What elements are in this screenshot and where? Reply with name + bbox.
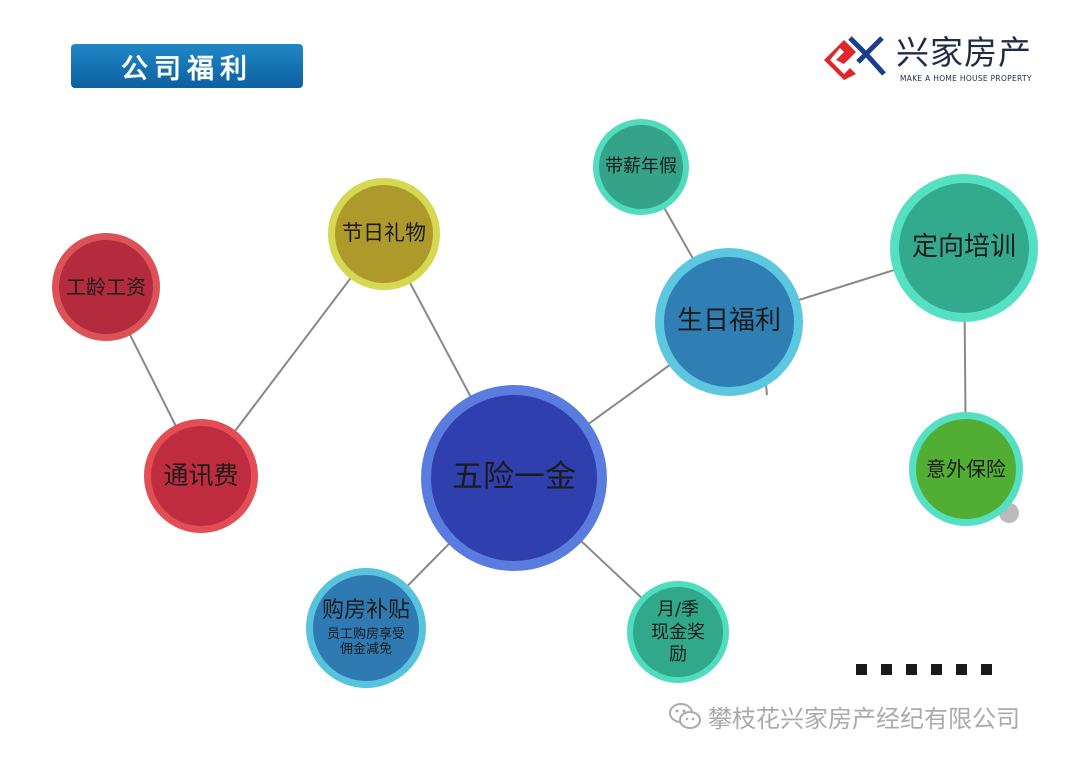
node-label: 工龄工资 (66, 275, 146, 299)
node-label: 通讯费 (163, 461, 239, 490)
node-holiday-gift: 节日礼物 (328, 178, 440, 290)
node-social-insurance: 五险一金 (421, 385, 607, 571)
logo-subtitle: MAKE A HOME HOUSE PROPERTY (900, 74, 1032, 83)
wechat-icon (669, 703, 701, 729)
page-title: 公司福利 (71, 44, 303, 88)
node-label: 购房补贴 (321, 598, 410, 624)
node-label: 节日礼物 (342, 221, 426, 246)
dot (881, 664, 892, 675)
dot (856, 664, 867, 675)
node-label: 生日福利 (676, 306, 781, 337)
node-sublabel: 现金奖励 (651, 622, 705, 665)
dot (906, 664, 917, 675)
node-communication-fee: 通讯费 (144, 419, 258, 533)
node-paid-leave: 带薪年假 (593, 119, 689, 215)
footer-watermark: 攀枝花兴家房产经纪有限公司 (668, 698, 1020, 734)
node-accident-insurance: 意外保险 (909, 412, 1023, 526)
diamond-logo-icon (824, 36, 886, 80)
dot (956, 664, 967, 675)
dot (931, 664, 942, 675)
node-seniority-pay: 工龄工资 (52, 233, 160, 341)
footer-company-name: 攀枝花兴家房产经纪有限公司 (708, 704, 1020, 733)
node-birthday-benefit: 生日福利 (655, 248, 803, 396)
node-label: 五险一金 (452, 459, 576, 496)
node-label: 带薪年假 (605, 156, 677, 178)
decorative-dots (856, 664, 992, 675)
node-sublabel: 员工购房享受佣金减免 (326, 626, 405, 658)
node-targeted-training: 定向培训 (890, 174, 1038, 322)
node-label: 意外保险 (926, 457, 1006, 481)
node-label: 定向培训 (911, 232, 1016, 263)
node-housing-subsidy: 购房补贴 员工购房享受佣金减免 (306, 568, 426, 688)
dot (981, 664, 992, 675)
logo-name: 兴家房产 (896, 33, 1032, 72)
node-label: 月/季 (656, 598, 700, 620)
node-cash-bonus: 月/季 现金奖励 (627, 581, 729, 683)
company-logo: 兴家房产 MAKE A HOME HOUSE PROPERTY (822, 34, 1052, 86)
